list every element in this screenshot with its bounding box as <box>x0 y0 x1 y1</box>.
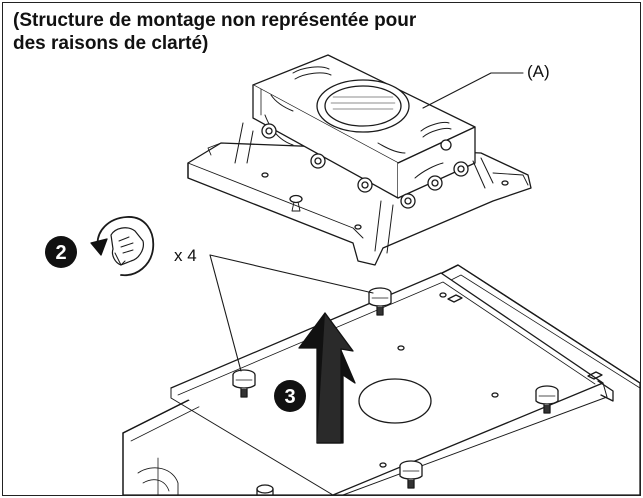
diagram-canvas: 2 3 (A) x 4 <box>45 54 640 495</box>
caption: (Structure de montage non représentée po… <box>13 9 533 55</box>
screw-left <box>232 369 256 398</box>
callout-a-label: (A) <box>527 62 550 81</box>
caption-line-2: des raisons de clarté) <box>13 33 209 54</box>
up-arrow-icon <box>298 312 356 444</box>
hand-unscrew-icon <box>90 216 155 277</box>
screw-front <box>256 484 274 495</box>
mount-bracket <box>187 54 532 266</box>
callout-a-leader <box>422 72 524 109</box>
caption-line-1: (Structure de montage non représentée po… <box>13 10 417 31</box>
step-2-badge: 2 <box>45 236 77 268</box>
projector-body <box>122 264 640 495</box>
step-2-number: 2 <box>55 242 66 264</box>
quantity-leader-2 <box>209 254 242 372</box>
screw-bottom <box>399 460 423 489</box>
screw-right <box>535 385 559 414</box>
quantity-leader-1 <box>209 254 374 294</box>
step-3-number: 3 <box>284 386 295 408</box>
screw-top <box>368 287 392 316</box>
quantity-label: x 4 <box>174 246 197 265</box>
step-3-badge: 3 <box>274 380 306 412</box>
